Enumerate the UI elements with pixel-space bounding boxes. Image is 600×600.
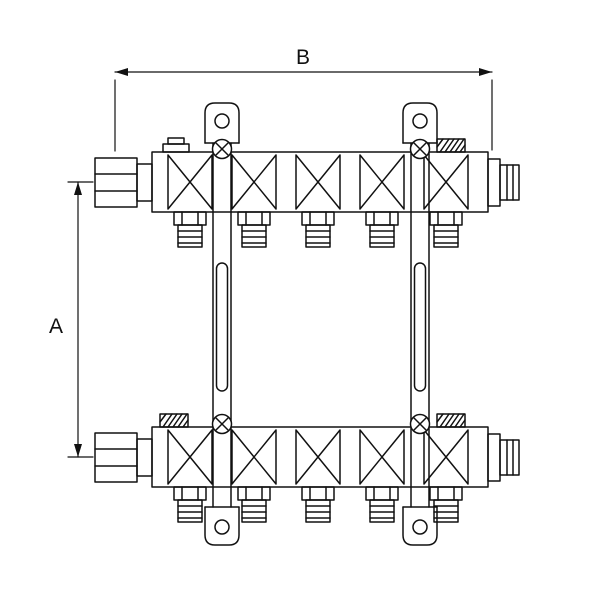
end-plug <box>499 164 520 201</box>
drain-knob <box>436 138 466 153</box>
dimension-label-b: B <box>296 46 310 69</box>
air-vent-cap <box>162 143 190 153</box>
hex-union-nut <box>94 432 138 483</box>
valve-bowtie <box>295 429 341 485</box>
outlet-port <box>429 211 463 248</box>
union-collar <box>136 438 153 477</box>
dimension-b: B <box>114 46 493 152</box>
arrowhead-bottom <box>74 444 82 457</box>
manifold-body <box>151 426 489 488</box>
outlet-port <box>237 211 271 248</box>
dimension-a: A <box>49 181 94 458</box>
hex-union-nut <box>94 157 138 208</box>
arrowhead-top <box>74 182 82 195</box>
mounting-brackets <box>205 103 437 545</box>
outlet-port <box>429 486 463 523</box>
valve-bowtie <box>167 429 213 485</box>
manifold-body <box>151 151 489 213</box>
top-manifold <box>94 137 520 248</box>
end-ring <box>487 158 501 207</box>
end-plug <box>499 439 520 476</box>
valve-bowtie <box>231 154 277 210</box>
dimension-label-a: A <box>49 315 63 338</box>
outlet-port <box>237 486 271 523</box>
valve-bowtie <box>359 154 405 210</box>
union-collar <box>136 163 153 202</box>
outlet-port <box>173 486 207 523</box>
arrowhead-right <box>479 68 492 76</box>
outlet-port <box>173 211 207 248</box>
outlet-port <box>301 211 335 248</box>
mounting-bracket-left <box>205 103 239 545</box>
outlet-port <box>365 211 399 248</box>
drain-knob <box>436 413 466 428</box>
mounting-bracket-right <box>403 103 437 545</box>
valve-bowtie <box>295 154 341 210</box>
outlet-port <box>365 486 399 523</box>
valve-bowtie <box>167 154 213 210</box>
outlet-port <box>301 486 335 523</box>
bottom-manifold <box>94 413 520 523</box>
valve-bowtie <box>423 429 469 485</box>
drain-knob <box>159 413 189 428</box>
valve-bowtie <box>231 429 277 485</box>
valve-bowtie <box>423 154 469 210</box>
arrowhead-left <box>115 68 128 76</box>
valve-bowtie <box>359 429 405 485</box>
end-ring <box>487 433 501 482</box>
air-vent-cap-top <box>167 137 185 145</box>
